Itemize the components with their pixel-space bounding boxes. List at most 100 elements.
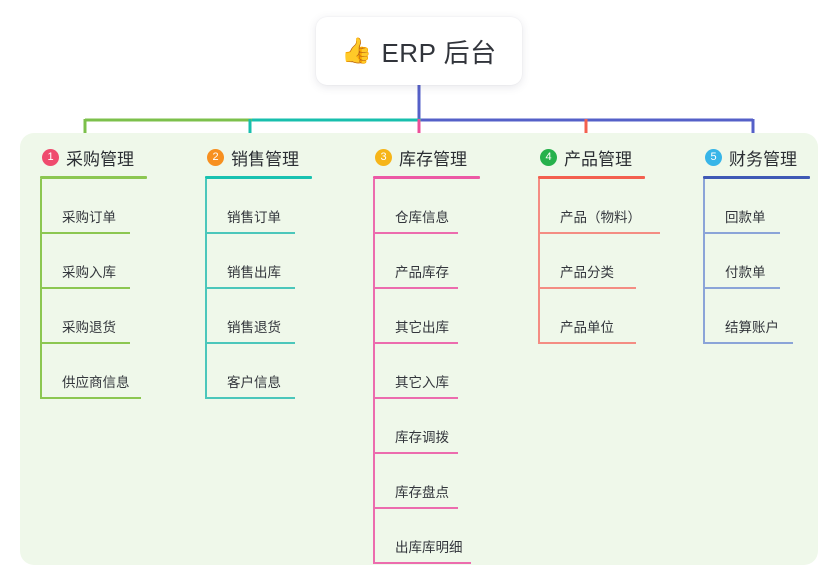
- leaf-item[interactable]: 仓库信息: [373, 179, 533, 234]
- leaf-label: 其它出库: [395, 320, 449, 335]
- branch-column-5: 5 财务管理 回款单 付款单 结算账户: [703, 146, 839, 344]
- leaf-rule: [375, 562, 471, 564]
- leaf-rule: [42, 342, 130, 344]
- leaf-label: 采购退货: [62, 320, 116, 335]
- leaf-label: 采购订单: [62, 210, 116, 225]
- leaf-item[interactable]: 采购入库: [40, 234, 190, 289]
- branch-rule-3: [373, 176, 480, 179]
- leaf-item[interactable]: 结算账户: [703, 289, 839, 344]
- leaf-rule: [705, 232, 780, 234]
- leaf-item[interactable]: 出库库明细: [373, 509, 533, 564]
- leaf-item[interactable]: 库存盘点: [373, 454, 533, 509]
- leaf-label: 其它入库: [395, 375, 449, 390]
- branch-title-5: 财务管理: [729, 149, 797, 169]
- branch-badge-1: 1: [42, 148, 59, 166]
- leaf-label: 产品分类: [560, 265, 614, 280]
- leaf-label: 产品库存: [395, 265, 449, 280]
- leaf-rule: [375, 507, 458, 509]
- leaf-item[interactable]: 其它入库: [373, 344, 533, 399]
- leaf-label: 仓库信息: [395, 210, 449, 225]
- leaf-rule: [705, 342, 793, 344]
- leaf-item[interactable]: 供应商信息: [40, 344, 190, 399]
- branch-header-1[interactable]: 1 采购管理: [40, 146, 190, 169]
- leaf-item[interactable]: 付款单: [703, 234, 839, 289]
- branch-leaves-2: 销售订单 销售出库 销售退货 客户信息: [205, 179, 355, 399]
- leaf-item[interactable]: 产品分类: [538, 234, 708, 289]
- leaf-item[interactable]: 销售退货: [205, 289, 355, 344]
- leaf-item[interactable]: 回款单: [703, 179, 839, 234]
- leaf-item[interactable]: 销售出库: [205, 234, 355, 289]
- thumbs-up-icon: 👍: [341, 36, 373, 65]
- leaf-label: 供应商信息: [62, 375, 130, 390]
- leaf-label: 回款单: [725, 210, 766, 225]
- branch-rule-1: [40, 176, 147, 179]
- branch-spine-1: [40, 179, 42, 399]
- branch-badge-5: 5: [705, 148, 722, 166]
- leaf-rule: [42, 232, 130, 234]
- leaf-rule: [42, 397, 141, 399]
- branch-spine-4: [538, 179, 540, 344]
- leaf-rule: [375, 232, 458, 234]
- leaf-rule: [705, 287, 780, 289]
- branch-rule-2: [205, 176, 312, 179]
- leaf-rule: [207, 342, 295, 344]
- branch-leaves-4: 产品（物料） 产品分类 产品单位: [538, 179, 708, 344]
- leaf-rule: [540, 287, 636, 289]
- leaf-rule: [42, 287, 130, 289]
- leaf-label: 付款单: [725, 265, 766, 280]
- leaf-item[interactable]: 采购退货: [40, 289, 190, 344]
- branch-title-1: 采购管理: [66, 149, 134, 169]
- leaf-rule: [375, 452, 458, 454]
- branch-column-4: 4 产品管理 产品（物料） 产品分类 产品单位: [538, 146, 708, 344]
- branch-badge-3: 3: [375, 148, 392, 166]
- leaf-item[interactable]: 其它出库: [373, 289, 533, 344]
- branch-rule-5: [703, 176, 810, 179]
- branch-header-3[interactable]: 3 库存管理: [373, 146, 533, 169]
- leaf-item[interactable]: 销售订单: [205, 179, 355, 234]
- branch-badge-4: 4: [540, 148, 557, 166]
- leaf-item[interactable]: 客户信息: [205, 344, 355, 399]
- branch-title-2: 销售管理: [231, 149, 299, 169]
- leaf-label: 出库库明细: [395, 540, 463, 555]
- leaf-label: 销售订单: [227, 210, 281, 225]
- branch-column-3: 3 库存管理 仓库信息 产品库存 其它出库 其它入库 库存调拨: [373, 146, 533, 564]
- leaf-item[interactable]: 采购订单: [40, 179, 190, 234]
- branch-header-2[interactable]: 2 销售管理: [205, 146, 355, 169]
- branch-column-1: 1 采购管理 采购订单 采购入库 采购退货 供应商信息: [40, 146, 190, 399]
- leaf-label: 库存调拨: [395, 430, 449, 445]
- branch-header-4[interactable]: 4 产品管理: [538, 146, 708, 169]
- leaf-rule: [207, 287, 295, 289]
- branch-column-2: 2 销售管理 销售订单 销售出库 销售退货 客户信息: [205, 146, 355, 399]
- leaf-rule: [207, 232, 295, 234]
- leaf-label: 结算账户: [725, 320, 779, 335]
- branch-leaves-1: 采购订单 采购入库 采购退货 供应商信息: [40, 179, 190, 399]
- root-node[interactable]: 👍 ERP 后台: [316, 17, 522, 85]
- branch-title-3: 库存管理: [399, 149, 467, 169]
- leaf-item[interactable]: 产品库存: [373, 234, 533, 289]
- leaf-item[interactable]: 产品（物料）: [538, 179, 708, 234]
- leaf-label: 产品单位: [560, 320, 614, 335]
- branch-spine-5: [703, 179, 705, 344]
- leaf-rule: [540, 342, 636, 344]
- diagram-panel: [20, 133, 818, 565]
- leaf-label: 客户信息: [227, 375, 281, 390]
- branch-header-5[interactable]: 5 财务管理: [703, 146, 839, 169]
- root-node-label: ERP 后台: [381, 37, 497, 68]
- leaf-rule: [375, 287, 458, 289]
- branch-spine-3: [373, 179, 375, 564]
- leaf-label: 销售出库: [227, 265, 281, 280]
- leaf-rule: [375, 397, 458, 399]
- branch-badge-2: 2: [207, 148, 224, 166]
- leaf-rule: [375, 342, 458, 344]
- leaf-rule: [207, 397, 295, 399]
- branch-rule-4: [538, 176, 645, 179]
- leaf-label: 产品（物料）: [560, 210, 641, 225]
- branch-spine-2: [205, 179, 207, 399]
- leaf-item[interactable]: 产品单位: [538, 289, 708, 344]
- leaf-label: 采购入库: [62, 265, 116, 280]
- leaf-label: 销售退货: [227, 320, 281, 335]
- branch-leaves-3: 仓库信息 产品库存 其它出库 其它入库 库存调拨 库存盘点: [373, 179, 533, 564]
- branch-leaves-5: 回款单 付款单 结算账户: [703, 179, 839, 344]
- leaf-item[interactable]: 库存调拨: [373, 399, 533, 454]
